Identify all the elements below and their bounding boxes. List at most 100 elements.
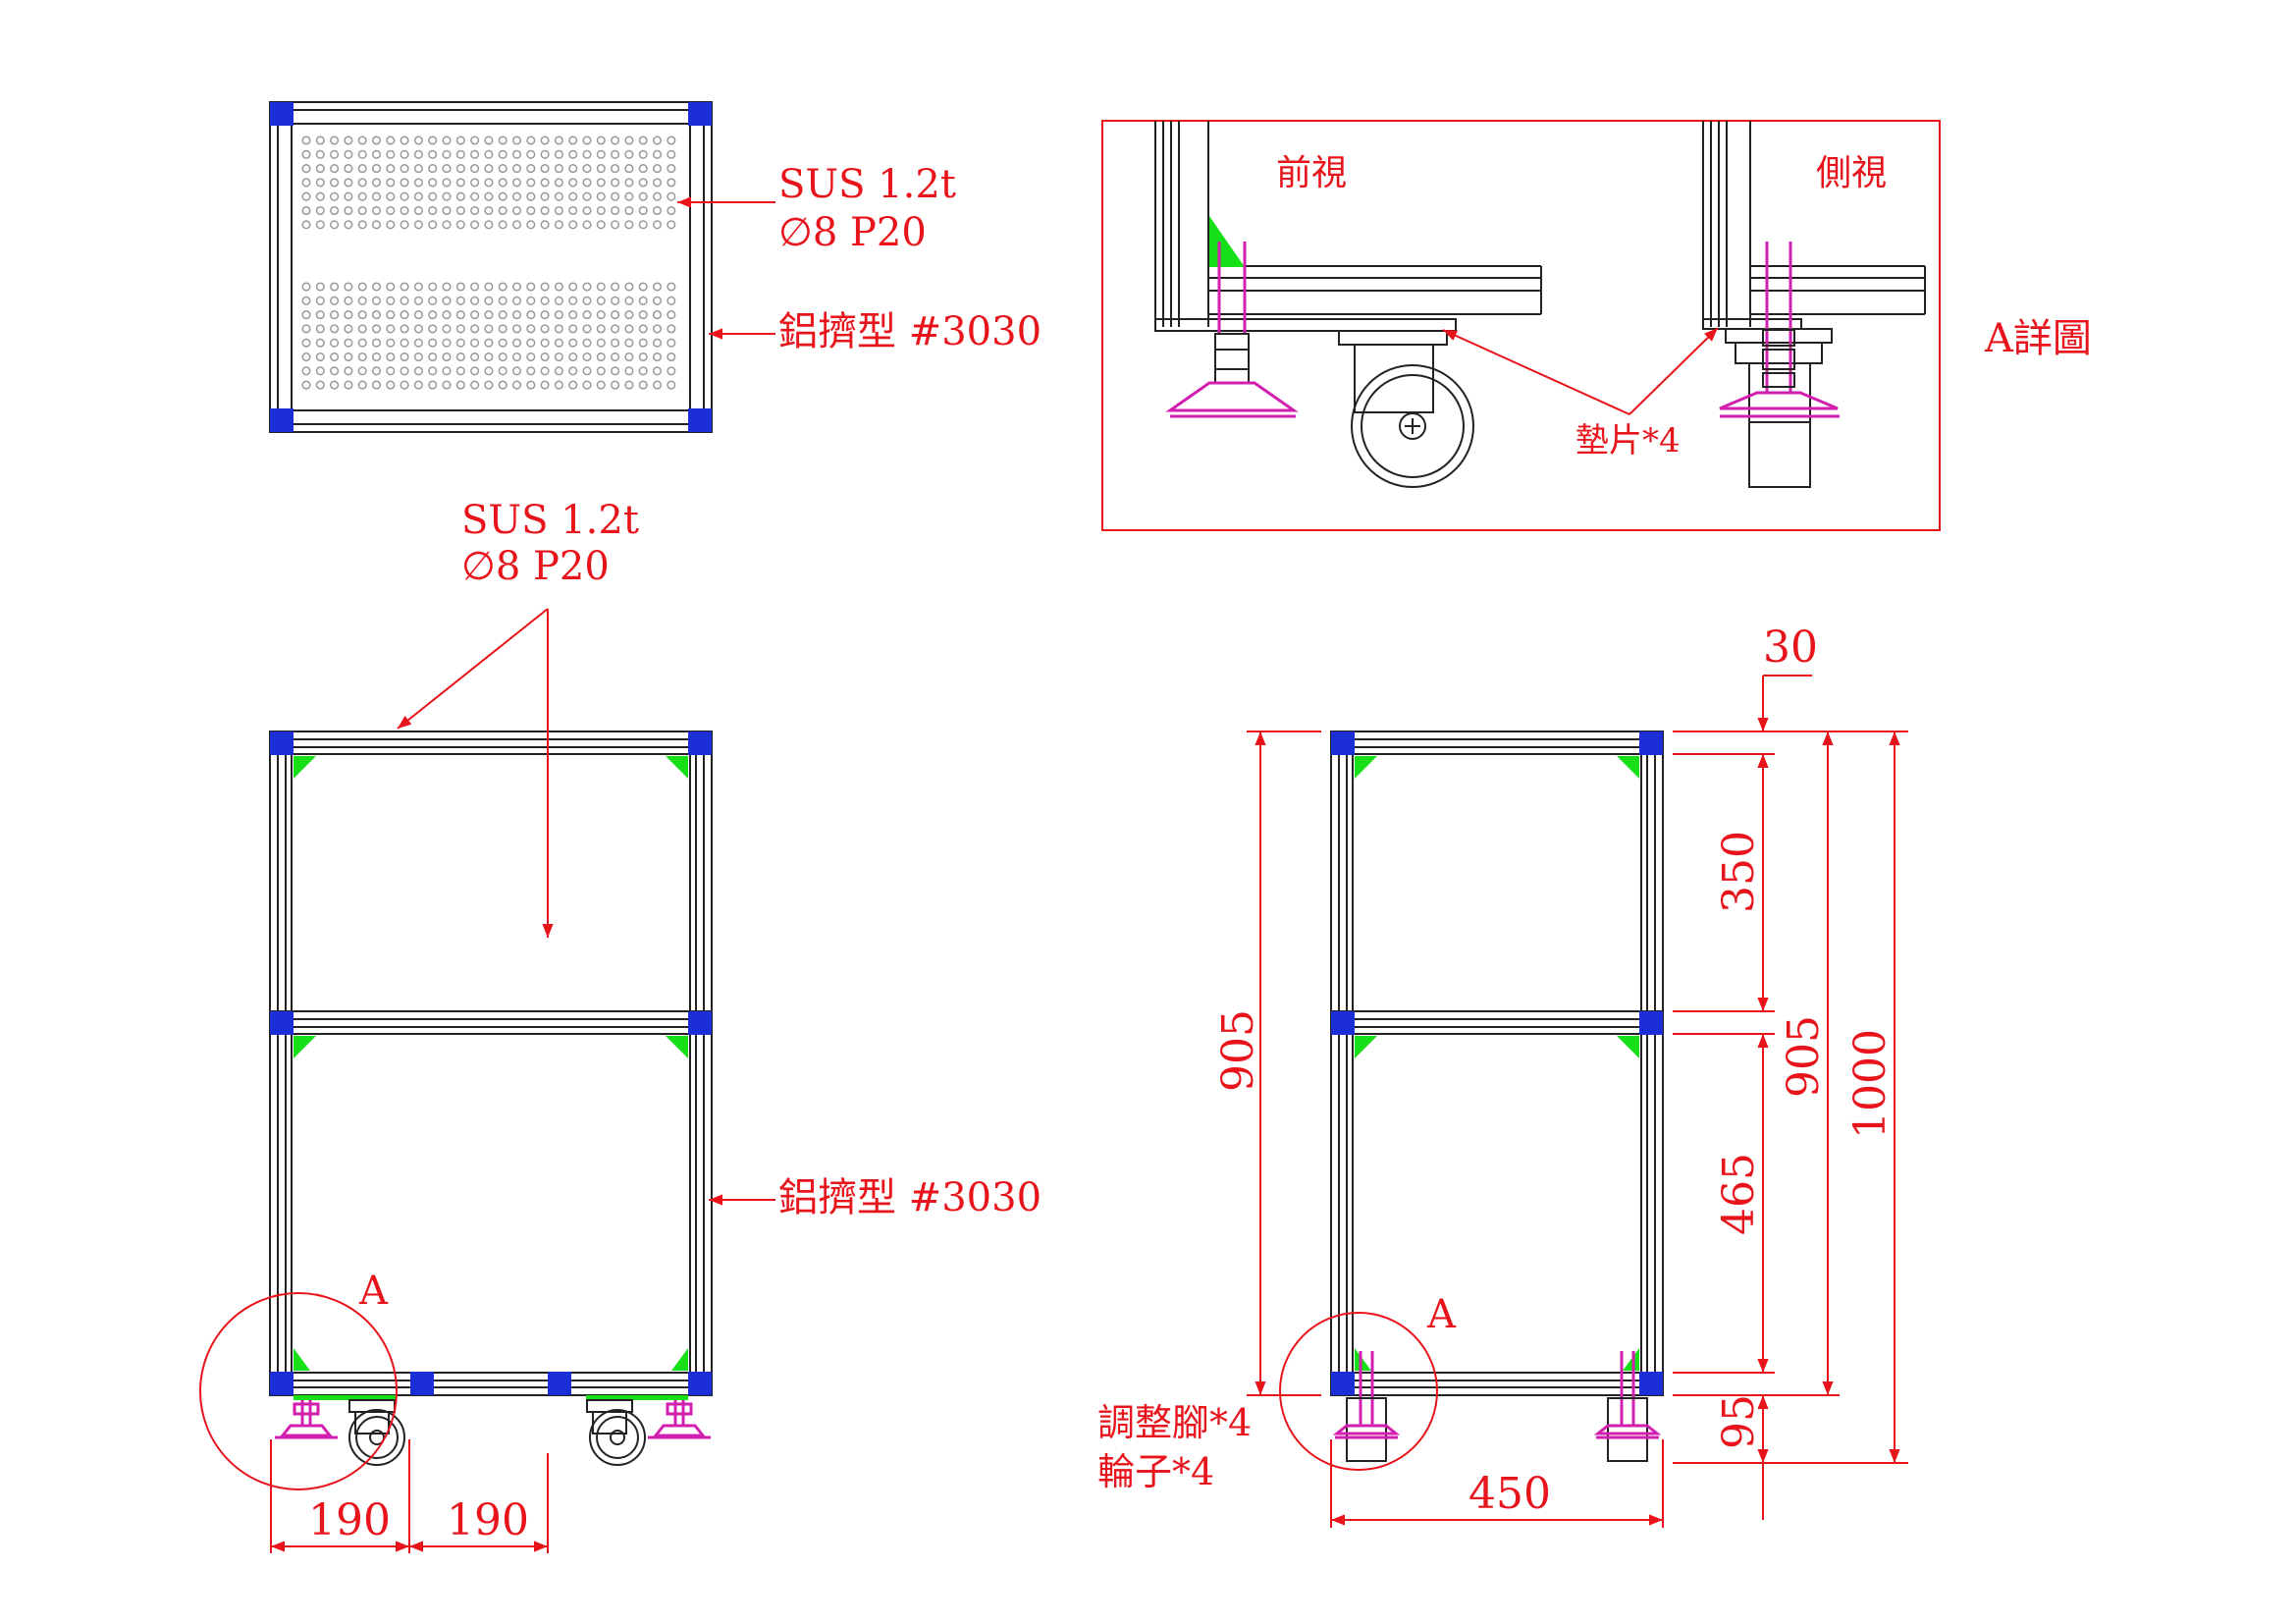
perforation-hole — [428, 380, 438, 390]
profile-joint — [1639, 1011, 1663, 1035]
perforation-hole — [582, 164, 592, 174]
perforation-hole — [540, 220, 550, 230]
perforation-hole — [498, 205, 507, 216]
perforation-hole — [554, 149, 563, 159]
perforation-hole — [667, 366, 676, 376]
profile-joint — [688, 1011, 712, 1035]
perforation-hole — [540, 366, 550, 376]
perforation-hole — [582, 324, 592, 334]
perforation-hole — [330, 310, 340, 320]
perforation-hole — [330, 164, 340, 174]
perforation-hole — [667, 338, 676, 348]
perforation-hole — [582, 220, 592, 230]
perforation-hole — [638, 149, 648, 159]
perforation-hole — [638, 191, 648, 201]
perforation-hole — [582, 296, 592, 305]
perforation-hole — [554, 178, 563, 188]
perforation-hole — [400, 220, 409, 230]
perforation-hole — [400, 380, 409, 390]
perforation-hole — [442, 178, 452, 188]
perforation-hole — [611, 149, 620, 159]
detail-a-border — [1101, 120, 1941, 531]
perforation-hole — [428, 205, 438, 216]
perforation-hole — [470, 296, 480, 305]
perforation-hole — [484, 220, 494, 230]
perforation-hole — [371, 366, 382, 376]
caster-label: 輪子*4 — [1097, 1450, 1214, 1493]
perforation-hole — [442, 220, 452, 230]
perforation-hole — [667, 310, 676, 320]
corner-bracket — [666, 1036, 688, 1058]
perforation-hole — [638, 310, 648, 320]
perforation-hole — [582, 338, 592, 348]
perforation-hole — [667, 205, 676, 216]
perforation-hole — [652, 135, 663, 145]
perforation-hole — [611, 338, 620, 348]
perforation-hole — [638, 282, 648, 292]
perforation-hole — [330, 220, 340, 230]
dim-upper-shelf: 350 — [1714, 831, 1764, 913]
perforation-hole — [638, 178, 648, 188]
perforation-hole — [498, 191, 507, 201]
perforation-hole — [652, 310, 663, 320]
perforation-hole — [386, 324, 396, 334]
corner-bracket — [1355, 756, 1377, 779]
perforated-sheet — [301, 135, 676, 390]
perforation-hole — [596, 149, 606, 159]
material-label-top: SUS 1.2t — [778, 162, 956, 207]
perforation-hole — [413, 366, 423, 376]
perforation-hole — [371, 149, 382, 159]
perforation-hole — [428, 191, 438, 201]
top-view-callouts: SUS 1.2t ∅8 P20 鋁擠型 #3030 — [677, 162, 1041, 354]
perforation-hole — [413, 310, 423, 320]
perforation-hole — [455, 324, 465, 334]
perforation-hole — [413, 191, 423, 201]
perforation-hole — [357, 178, 367, 188]
dim-profile-size: 30 — [1763, 623, 1818, 673]
perforation-hole — [330, 149, 340, 159]
profile-joint — [688, 102, 712, 126]
perforation-hole — [526, 282, 536, 292]
perforation-hole — [400, 164, 409, 174]
perforation-hole — [413, 282, 423, 292]
perforation-hole — [498, 380, 507, 390]
perforation-hole — [400, 282, 409, 292]
perforation-hole — [526, 149, 536, 159]
perforation-hole — [624, 296, 634, 305]
perforation-hole — [526, 310, 536, 320]
perforation-hole — [344, 380, 353, 390]
perforation-hole — [413, 164, 423, 174]
perforation-hole — [442, 352, 452, 362]
perforation-hole — [455, 310, 465, 320]
perforation-hole — [470, 324, 480, 334]
perforation-hole — [568, 296, 578, 305]
perforation-hole — [428, 178, 438, 188]
corner-bracket — [1617, 756, 1639, 779]
perforation-hole — [371, 282, 382, 292]
perforation-hole — [344, 220, 353, 230]
perforation-hole — [442, 135, 452, 145]
perforation-hole — [400, 338, 409, 348]
perforation-hole — [315, 296, 325, 305]
perforation-hole — [582, 310, 592, 320]
perforation-hole — [624, 282, 634, 292]
perforation-hole — [484, 135, 494, 145]
perforation-hole — [344, 164, 353, 174]
perforation-hole — [386, 296, 396, 305]
caster-wheel — [348, 1399, 405, 1466]
corner-bracket — [1355, 1348, 1371, 1371]
perforation-hole — [624, 380, 634, 390]
perforation-hole — [582, 135, 592, 145]
side-view: A — [1279, 731, 1664, 1471]
perforation-hole — [400, 310, 409, 320]
perforation-hole — [667, 352, 676, 362]
perforation-hole — [484, 324, 494, 334]
perforation-hole — [330, 366, 340, 376]
perforation-hole — [301, 205, 311, 216]
leveling-foot — [648, 1400, 711, 1439]
material-label-front: SUS 1.2t — [461, 498, 639, 543]
perforation-hole — [484, 164, 494, 174]
perforation-hole — [638, 164, 648, 174]
perforation-hole — [540, 191, 550, 201]
perforation-hole — [330, 178, 340, 188]
